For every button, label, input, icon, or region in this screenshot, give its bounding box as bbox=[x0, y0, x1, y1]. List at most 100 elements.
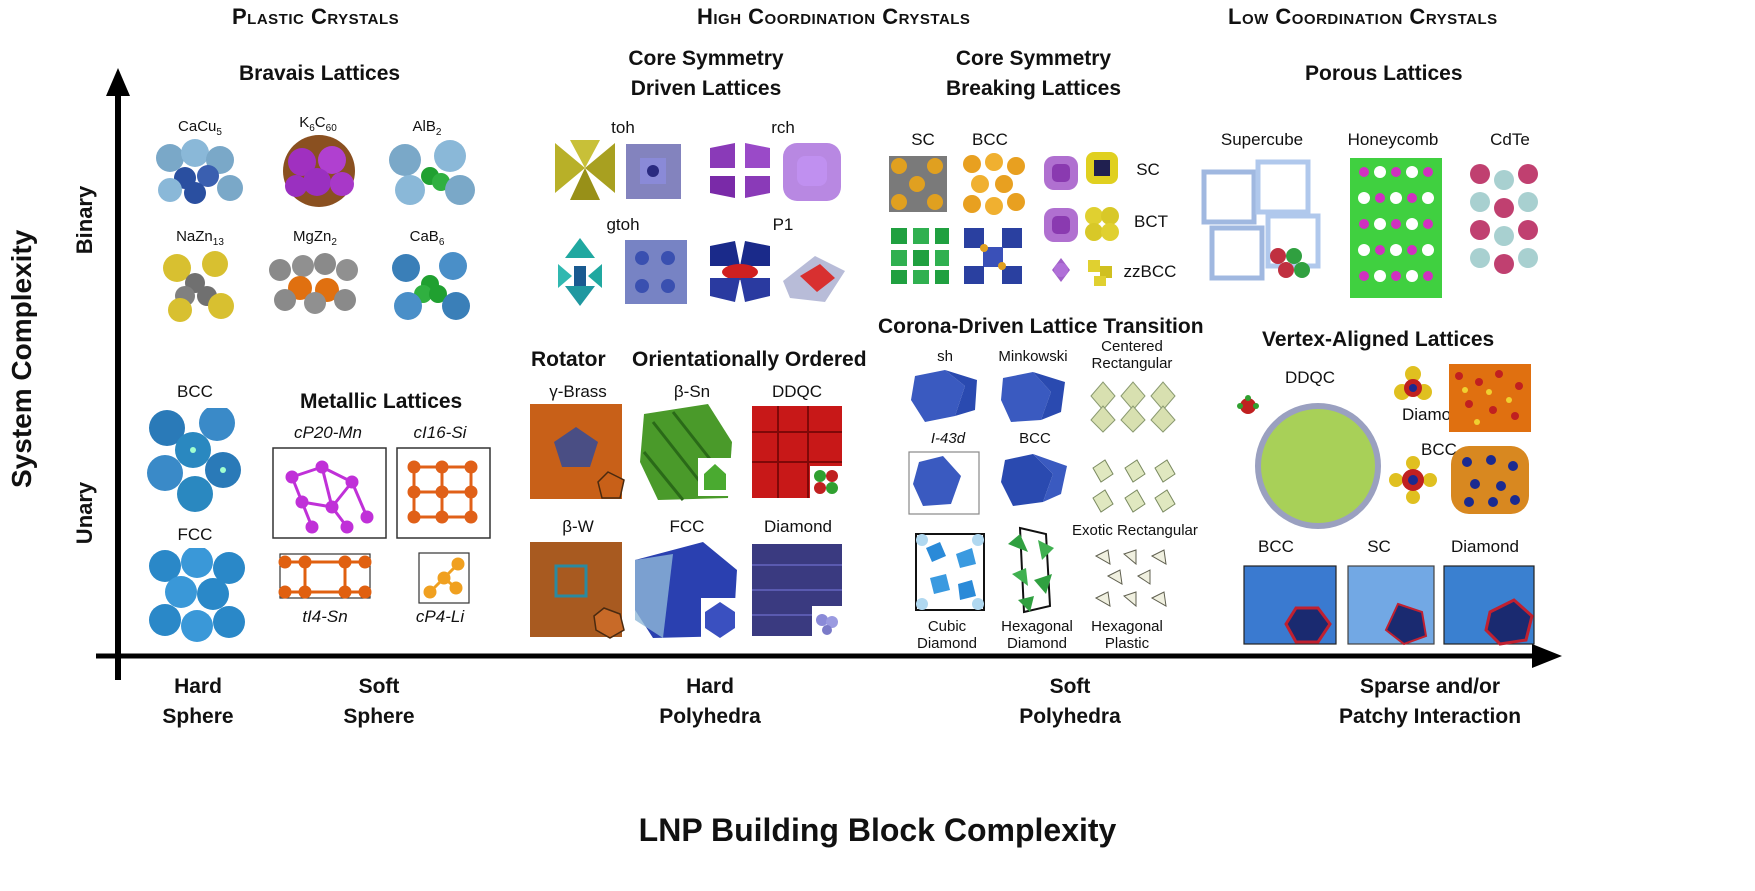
label-supercube: Supercube bbox=[1220, 130, 1304, 149]
y-axis-title: System Complexity bbox=[6, 229, 37, 488]
toh-structure-image bbox=[555, 140, 681, 200]
break-sc-image bbox=[889, 156, 947, 212]
label-ddqc-orient: DDQC bbox=[771, 382, 823, 401]
label-beta-sn: β-Sn bbox=[673, 382, 711, 401]
vertex-diamond-particle-icon bbox=[1394, 366, 1432, 400]
label-vertex-bcc-top: BCC bbox=[1421, 440, 1457, 459]
label-vertex-diamond-bottom: Diamond bbox=[1450, 537, 1520, 556]
group-bravais-lattices: Bravais Lattices bbox=[239, 62, 401, 85]
alb2-structure-image bbox=[389, 140, 475, 205]
y-tick-unary: Unary bbox=[72, 481, 97, 545]
label-gamma-brass: γ-Brass bbox=[549, 382, 607, 401]
label-break-sc-2: SC bbox=[1136, 160, 1160, 179]
vertex-ddqc-image bbox=[1237, 395, 1381, 529]
vertex-bcc-lattice-image bbox=[1451, 446, 1529, 514]
group-corona-driven: Corona-Driven Lattice Transition bbox=[878, 315, 1204, 338]
label-rch: rch bbox=[771, 118, 795, 137]
label-vertex-bcc-bottom: BCC bbox=[1258, 537, 1294, 556]
vertex-bcc-bottom-image bbox=[1243, 565, 1337, 645]
label-corona-exotic-rect: Exotic Rectangular bbox=[1072, 522, 1198, 539]
group-rotator: Rotator bbox=[531, 348, 606, 371]
supercube-image bbox=[1201, 159, 1321, 281]
p1-structure-image bbox=[710, 241, 845, 302]
label-ci16-si: cI16-Si bbox=[413, 423, 467, 442]
label-break-zzbcc: zzBCC bbox=[1123, 262, 1177, 281]
corona-minkowski-image bbox=[1001, 372, 1065, 422]
k6c60-structure-image bbox=[283, 135, 355, 207]
cp4-li-structure-image bbox=[418, 552, 470, 604]
cdte-image bbox=[1470, 164, 1538, 274]
rch-structure-image bbox=[710, 143, 841, 201]
label-hard-sphere-fcc: FCC bbox=[177, 525, 213, 544]
category-low-coordination: Low Coordination Crystals bbox=[1228, 4, 1498, 29]
label-break-sc-1: SC bbox=[911, 130, 935, 149]
label-k6c60: K6C60 bbox=[299, 114, 337, 134]
group-vertex-aligned: Vertex-Aligned Lattices bbox=[1262, 328, 1495, 351]
label-break-bcc: BCC bbox=[972, 130, 1008, 149]
fcc-hard-sphere-image bbox=[149, 548, 245, 642]
corona-cubic-diamond-image bbox=[915, 533, 985, 611]
ci16-si-structure-image bbox=[396, 447, 491, 539]
label-diamond-orient: Diamond bbox=[763, 517, 833, 536]
fcc-orient-image bbox=[635, 542, 739, 638]
gamma-brass-image bbox=[530, 404, 625, 499]
label-corona-minkowski: Minkowski bbox=[998, 348, 1068, 365]
nazn13-structure-image bbox=[163, 251, 234, 322]
group-porous-lattices: Porous Lattices bbox=[1305, 62, 1463, 85]
corona-sh-image bbox=[911, 370, 977, 422]
beta-w-image bbox=[530, 542, 625, 639]
corona-hex-diamond-image bbox=[1008, 526, 1054, 614]
vertex-sc-image bbox=[1347, 565, 1435, 646]
vertex-diamond-bottom-image bbox=[1443, 565, 1535, 646]
label-gtoh: gtoh bbox=[606, 215, 640, 234]
label-vertex-sc: SC bbox=[1367, 537, 1391, 556]
group-metallic-lattices: Metallic Lattices bbox=[300, 390, 463, 413]
diamond-orient-image bbox=[752, 544, 842, 636]
break-bcc-blue-image bbox=[964, 228, 1022, 284]
honeycomb-image bbox=[1350, 158, 1442, 298]
mgzn2-structure-image bbox=[269, 253, 358, 314]
corona-exotic-rect-image bbox=[1092, 459, 1176, 513]
label-p1: P1 bbox=[772, 215, 794, 234]
label-corona-i43d: I-43d bbox=[930, 430, 966, 447]
label-hard-sphere-bcc: BCC bbox=[177, 382, 213, 401]
vertex-diamond-lattice-image bbox=[1449, 364, 1531, 432]
break-sc-green-image bbox=[891, 228, 949, 284]
ti4-sn-structure-image bbox=[278, 553, 372, 599]
corona-i43d-image bbox=[908, 451, 980, 515]
label-cp4-li: cP4-Li bbox=[415, 607, 465, 626]
label-corona-sh: sh bbox=[937, 348, 953, 365]
cp20-mn-structure-image bbox=[272, 447, 387, 539]
category-plastic-crystals: Plastic Crystals bbox=[232, 4, 400, 29]
group-orientationally-ordered: Orientationally Ordered bbox=[632, 348, 867, 371]
label-fcc-orient: FCC bbox=[669, 517, 705, 536]
category-high-coordination: High Coordination Crystals bbox=[697, 4, 971, 29]
corona-hex-plastic-image bbox=[1094, 549, 1167, 608]
break-bcc-image bbox=[963, 153, 1025, 215]
break-asymmetric-particles-image bbox=[1044, 152, 1119, 286]
label-mgzn2: MgZn2 bbox=[293, 228, 337, 248]
label-nazn13: NaZn13 bbox=[176, 228, 224, 248]
label-alb2: AlB2 bbox=[412, 118, 442, 138]
bcc-hard-sphere-image bbox=[147, 408, 241, 512]
beta-sn-image bbox=[640, 404, 732, 501]
label-vertex-ddqc: DDQC bbox=[1284, 368, 1336, 387]
label-ti4-sn: tI4-Sn bbox=[302, 607, 348, 626]
cacu5-structure-image bbox=[156, 139, 243, 204]
x-axis-title: LNP Building Block Complexity bbox=[638, 812, 1117, 848]
label-cdte: CdTe bbox=[1490, 130, 1530, 149]
corona-centered-rect-image bbox=[1090, 381, 1176, 433]
ddqc-orient-image bbox=[752, 406, 842, 498]
label-beta-w: β-W bbox=[562, 517, 594, 536]
